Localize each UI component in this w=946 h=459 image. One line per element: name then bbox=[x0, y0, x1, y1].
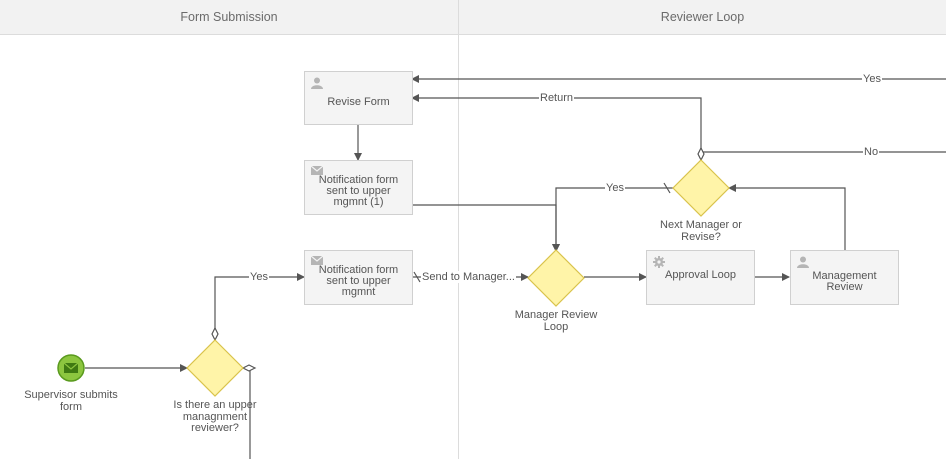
gateway-manager-review-loop[interactable] bbox=[527, 249, 585, 307]
lane-title: Form Submission bbox=[180, 10, 278, 24]
edge-label-yes: Yes bbox=[249, 271, 269, 283]
lane-header-reviewer-loop[interactable]: Reviewer Loop bbox=[459, 0, 946, 35]
connector-notification1-to-manager[interactable] bbox=[413, 204, 560, 252]
gateway-upper-reviewer[interactable] bbox=[186, 339, 244, 397]
default-flow-slash bbox=[413, 271, 421, 283]
task-label: Notification form sent to upper mgmnt bbox=[318, 264, 399, 298]
task-approval-loop[interactable]: Approval Loop bbox=[646, 250, 755, 305]
start-event[interactable] bbox=[57, 354, 85, 382]
task-revise-form[interactable]: Revise Form bbox=[304, 71, 413, 125]
user-icon bbox=[311, 77, 323, 89]
task-notification[interactable]: Notification form sent to upper mgmnt bbox=[304, 250, 413, 305]
task-label: Notification form sent to upper mgmnt (1… bbox=[318, 174, 399, 208]
connector-return[interactable] bbox=[411, 94, 702, 160]
edge-label-yes: Yes bbox=[605, 182, 625, 194]
task-notification-1[interactable]: Notification form sent to upper mgmnt (1… bbox=[304, 160, 413, 215]
conditional-flow-diamond bbox=[211, 326, 219, 342]
conditional-flow-diamond bbox=[697, 146, 705, 162]
edge-label-send-to-manager: Send to Manager... bbox=[421, 271, 516, 283]
gateway-manager-review-label: Manager Review Loop bbox=[514, 309, 598, 333]
gateway-next-manager[interactable] bbox=[672, 159, 730, 217]
gateway-next-manager-label: Next Manager or Revise? bbox=[660, 219, 742, 243]
envelope-icon bbox=[311, 256, 323, 265]
connector-yes-next[interactable] bbox=[552, 187, 673, 252]
task-label: Management Review bbox=[812, 269, 877, 293]
conditional-flow-diamond bbox=[241, 364, 257, 372]
start-event-label: Supervisor submits form bbox=[24, 389, 118, 413]
user-icon bbox=[797, 256, 809, 268]
default-flow-slash bbox=[663, 182, 671, 194]
edge-label-no: No bbox=[863, 146, 880, 158]
task-management-review[interactable]: Management Review bbox=[790, 250, 899, 305]
task-label: Revise Form bbox=[327, 95, 390, 108]
edge-label-return: Return bbox=[539, 92, 575, 104]
task-label: Approval Loop bbox=[665, 269, 736, 281]
connector-yes-upper[interactable] bbox=[214, 273, 305, 340]
lane-title: Reviewer Loop bbox=[660, 10, 745, 24]
gateway-upper-reviewer-label: Is there an upper managnment reviewer? bbox=[173, 399, 257, 434]
lane-header-form-submission[interactable]: Form Submission bbox=[0, 0, 458, 35]
lane-divider bbox=[458, 0, 459, 459]
connector-management-to-gateway[interactable] bbox=[728, 184, 846, 250]
edge-label-yes: Yes bbox=[862, 73, 882, 85]
gear-icon bbox=[653, 256, 665, 268]
envelope-icon bbox=[311, 166, 323, 175]
envelope-icon bbox=[63, 362, 79, 373]
